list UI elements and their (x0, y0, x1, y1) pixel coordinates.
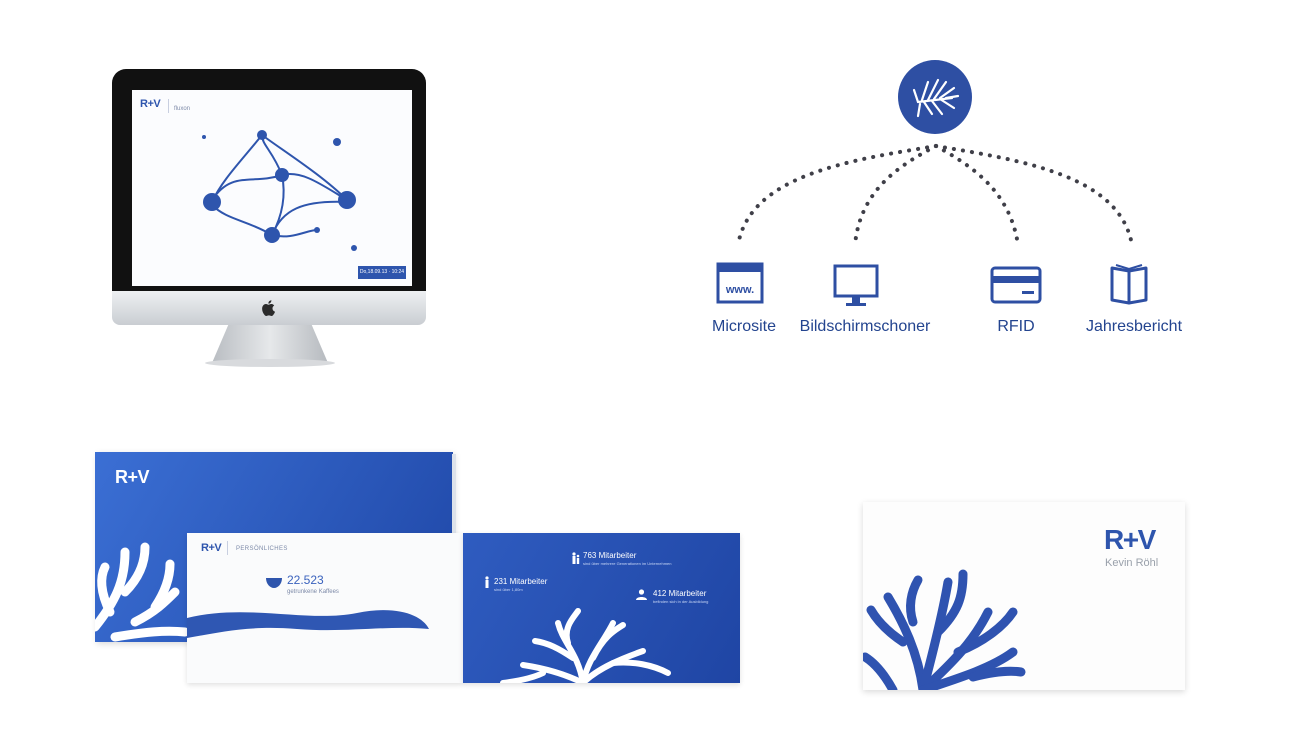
channel-label-rfid: RFID (997, 318, 1035, 335)
coffee-wave-graphic (187, 610, 429, 638)
channel-label-microsite: Microsite (711, 318, 777, 335)
business-card (863, 502, 1185, 690)
brochure-back-logo: R+V (115, 467, 150, 487)
brochure-right-page (463, 533, 740, 683)
card-logo: R+V (1104, 524, 1156, 555)
brochure-logo: R+V (201, 542, 222, 554)
hub-coral-icon (898, 60, 972, 134)
coral-network-graphic (202, 130, 357, 251)
card-holder-name: Kevin Röhl (1105, 557, 1159, 569)
browser-window-icon: www. (716, 262, 768, 308)
imac-app-name: fluxon (174, 106, 191, 112)
coffee-caption: getrunkene Kaffees (287, 589, 339, 595)
imac-display (132, 90, 412, 286)
monitor-icon (832, 264, 884, 310)
coffee-count: 22.523 (287, 573, 324, 587)
coffee-cup-icon (266, 575, 282, 588)
card-coral-graphic (863, 569, 1026, 690)
apple-icon (262, 300, 275, 316)
person-icon (636, 589, 647, 600)
channel-label-screensaver: Bildschirmschoner (799, 318, 931, 335)
family-icon (572, 552, 580, 564)
imac-logo: R+V (140, 98, 161, 110)
coral-graphic (500, 608, 671, 683)
stat-caption-height: sind über 1,80m (494, 587, 523, 592)
stat-value-generations: 763 Mitarbeiter (583, 551, 637, 560)
imac-chin (112, 291, 426, 325)
stat-caption-generations: sind über mehrere Generationen im Untern… (583, 561, 672, 566)
imac-date-badge: Do,18.09.13 · 10:24 (358, 266, 406, 279)
brochure-section-title: PERSÖNLICHES (236, 546, 288, 552)
open-book-icon (1108, 262, 1160, 308)
stat-value-training: 412 Mitarbeiter (653, 589, 707, 598)
imac-stand (212, 325, 328, 363)
stat-value-height: 231 Mitarbeiter (494, 577, 548, 586)
card-icon (990, 266, 1042, 312)
imac-foot (205, 359, 335, 367)
connection-dots (736, 144, 1134, 247)
www-text: www. (725, 284, 754, 296)
brochure-divider (227, 541, 228, 555)
imac-divider (168, 99, 169, 113)
stat-caption-training: befinden sich in der Ausbildung (653, 599, 709, 604)
brochure-left-page (187, 533, 463, 683)
channel-label-annual-report: Jahresbericht (1085, 318, 1183, 335)
height-icon (485, 576, 489, 588)
